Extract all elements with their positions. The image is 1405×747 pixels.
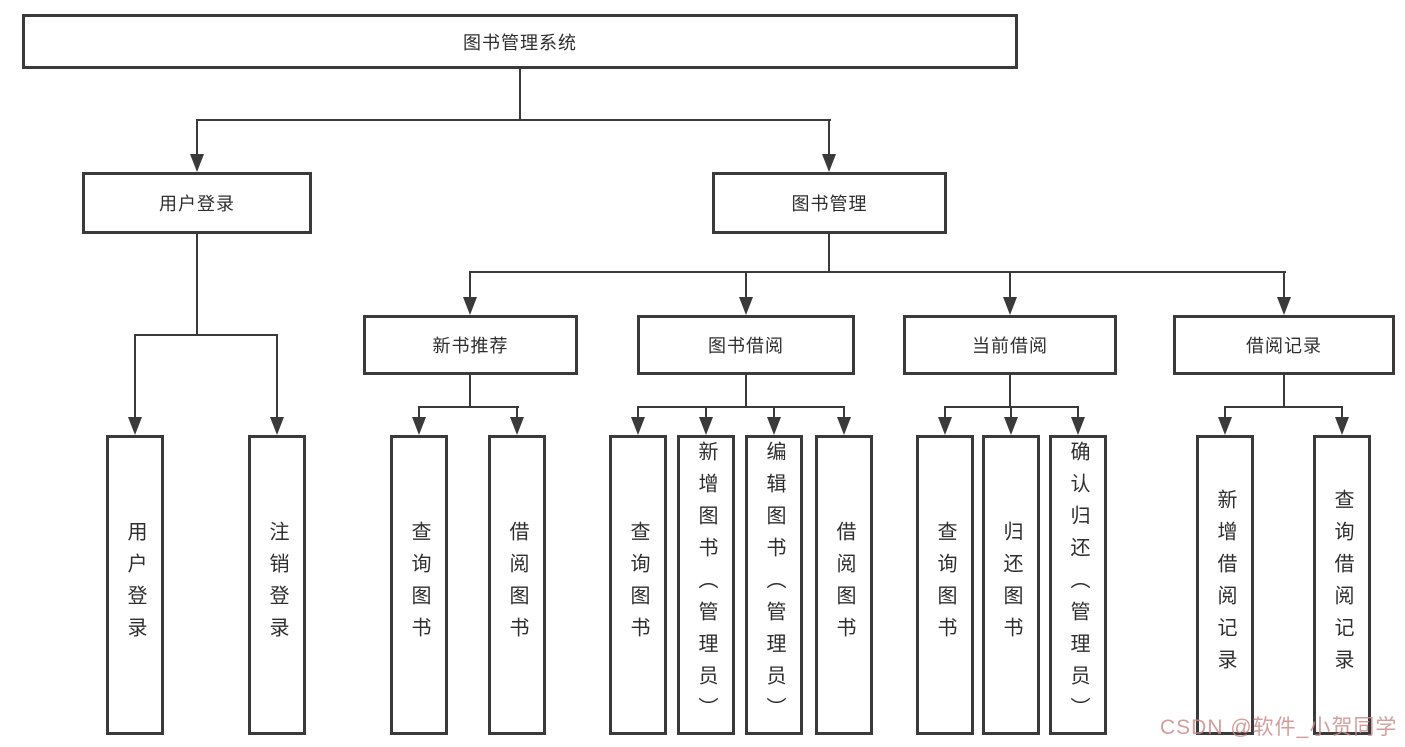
- leaf-label: 确认归还（管理员）: [1067, 441, 1089, 729]
- connector-line: [705, 406, 707, 419]
- leaf-label: 新增借阅记录: [1214, 489, 1236, 681]
- arrow-down-icon: [1335, 417, 1349, 435]
- leaf-label: 注销登录: [266, 521, 288, 649]
- leaf-label: 查询图书: [934, 521, 956, 649]
- node-book-management: 图书管理: [712, 172, 947, 234]
- arrow-down-icon: [190, 154, 204, 172]
- connector-line: [1010, 406, 1012, 419]
- leaf-label: 归还图书: [1000, 521, 1022, 649]
- arrow-down-icon: [1218, 417, 1232, 435]
- connector-line: [469, 271, 1286, 273]
- arrow-down-icon: [1277, 297, 1291, 315]
- leaf-user-login: 用户登录: [106, 435, 164, 735]
- node-label: 图书管理系统: [463, 32, 577, 53]
- leaf-query-book: 查询图书: [609, 435, 667, 735]
- connector-line: [745, 375, 747, 408]
- arrow-down-icon: [739, 297, 753, 315]
- node-label: 用户登录: [159, 194, 235, 214]
- arrow-down-icon: [938, 417, 952, 435]
- node-current-borrow: 当前借阅: [903, 315, 1117, 375]
- arrow-down-icon: [822, 154, 836, 172]
- leaf-label: 用户登录: [124, 521, 146, 649]
- leaf-label: 借阅图书: [506, 521, 528, 649]
- arrow-down-icon: [767, 417, 781, 435]
- arrow-down-icon: [699, 417, 713, 435]
- connector-line: [843, 406, 845, 419]
- connector-line: [418, 406, 519, 408]
- leaf-query-borrow-record: 查询借阅记录: [1313, 435, 1371, 735]
- arrow-down-icon: [510, 417, 524, 435]
- arrow-down-icon: [837, 417, 851, 435]
- arrow-down-icon: [1003, 297, 1017, 315]
- connector-line: [745, 271, 747, 299]
- arrow-down-icon: [631, 417, 645, 435]
- connector-line: [828, 234, 830, 273]
- leaf-query-book: 查询图书: [916, 435, 974, 735]
- connector-line: [196, 119, 831, 121]
- connector-line: [516, 406, 518, 419]
- node-label: 当前借阅: [972, 336, 1048, 356]
- arrow-down-icon: [1004, 417, 1018, 435]
- connector-line: [418, 406, 420, 419]
- leaf-borrow-book: 借阅图书: [488, 435, 546, 735]
- leaf-label: 新增图书（管理员）: [695, 441, 717, 729]
- connector-line: [519, 68, 521, 121]
- connector-line: [276, 334, 278, 419]
- node-label: 新书推荐: [432, 336, 509, 356]
- connector-line: [1224, 406, 1226, 419]
- connector-line: [469, 271, 471, 299]
- leaf-add-borrow-record: 新增借阅记录: [1196, 435, 1254, 735]
- connector-line: [1283, 375, 1285, 408]
- node-user-login: 用户登录: [82, 172, 312, 234]
- connector-line: [828, 119, 830, 155]
- node-borrow-records: 借阅记录: [1173, 315, 1395, 375]
- leaf-edit-book-admin: 编辑图书（管理员）: [745, 435, 803, 735]
- arrow-down-icon: [463, 297, 477, 315]
- node-new-book-recommend: 新书推荐: [363, 315, 578, 375]
- leaf-add-book-admin: 新增图书（管理员）: [677, 435, 735, 735]
- arrow-down-icon: [1071, 417, 1085, 435]
- node-label: 借阅记录: [1246, 336, 1322, 356]
- connector-line: [196, 234, 198, 336]
- connector-line: [134, 334, 136, 419]
- leaf-label: 编辑图书（管理员）: [763, 441, 785, 729]
- leaf-logout: 注销登录: [248, 435, 306, 735]
- leaf-label: 借阅图书: [833, 521, 855, 649]
- connector-line: [944, 406, 946, 419]
- node-root-library-system: 图书管理系统: [22, 14, 1018, 69]
- connector-line: [1341, 406, 1343, 419]
- connector-line: [637, 406, 639, 419]
- node-label: 图书管理: [791, 194, 868, 214]
- connector-line: [196, 119, 198, 155]
- arrow-down-icon: [128, 417, 142, 435]
- connector-line: [1077, 406, 1079, 419]
- csdn-watermark: CSDN @软件_小贺同学: [1160, 716, 1398, 739]
- node-book-borrow: 图书借阅: [637, 315, 855, 375]
- connector-line: [1009, 375, 1011, 408]
- connector-line: [773, 406, 775, 419]
- leaf-label: 查询图书: [627, 521, 649, 649]
- connector-line: [134, 334, 278, 336]
- leaf-return-book: 归还图书: [982, 435, 1040, 735]
- node-label: 图书借阅: [708, 336, 784, 356]
- connector-line: [1283, 271, 1285, 299]
- leaf-label: 查询借阅记录: [1331, 489, 1353, 681]
- arrow-down-icon: [270, 417, 284, 435]
- leaf-borrow-book: 借阅图书: [815, 435, 873, 735]
- connector-line: [469, 375, 471, 408]
- leaf-label: 查询图书: [408, 521, 430, 649]
- connector-line: [1009, 271, 1011, 299]
- arrow-down-icon: [412, 417, 426, 435]
- leaf-query-book: 查询图书: [390, 435, 448, 735]
- connector-line: [637, 406, 845, 408]
- connector-line: [1224, 406, 1343, 408]
- leaf-confirm-return-admin: 确认归还（管理员）: [1049, 435, 1107, 735]
